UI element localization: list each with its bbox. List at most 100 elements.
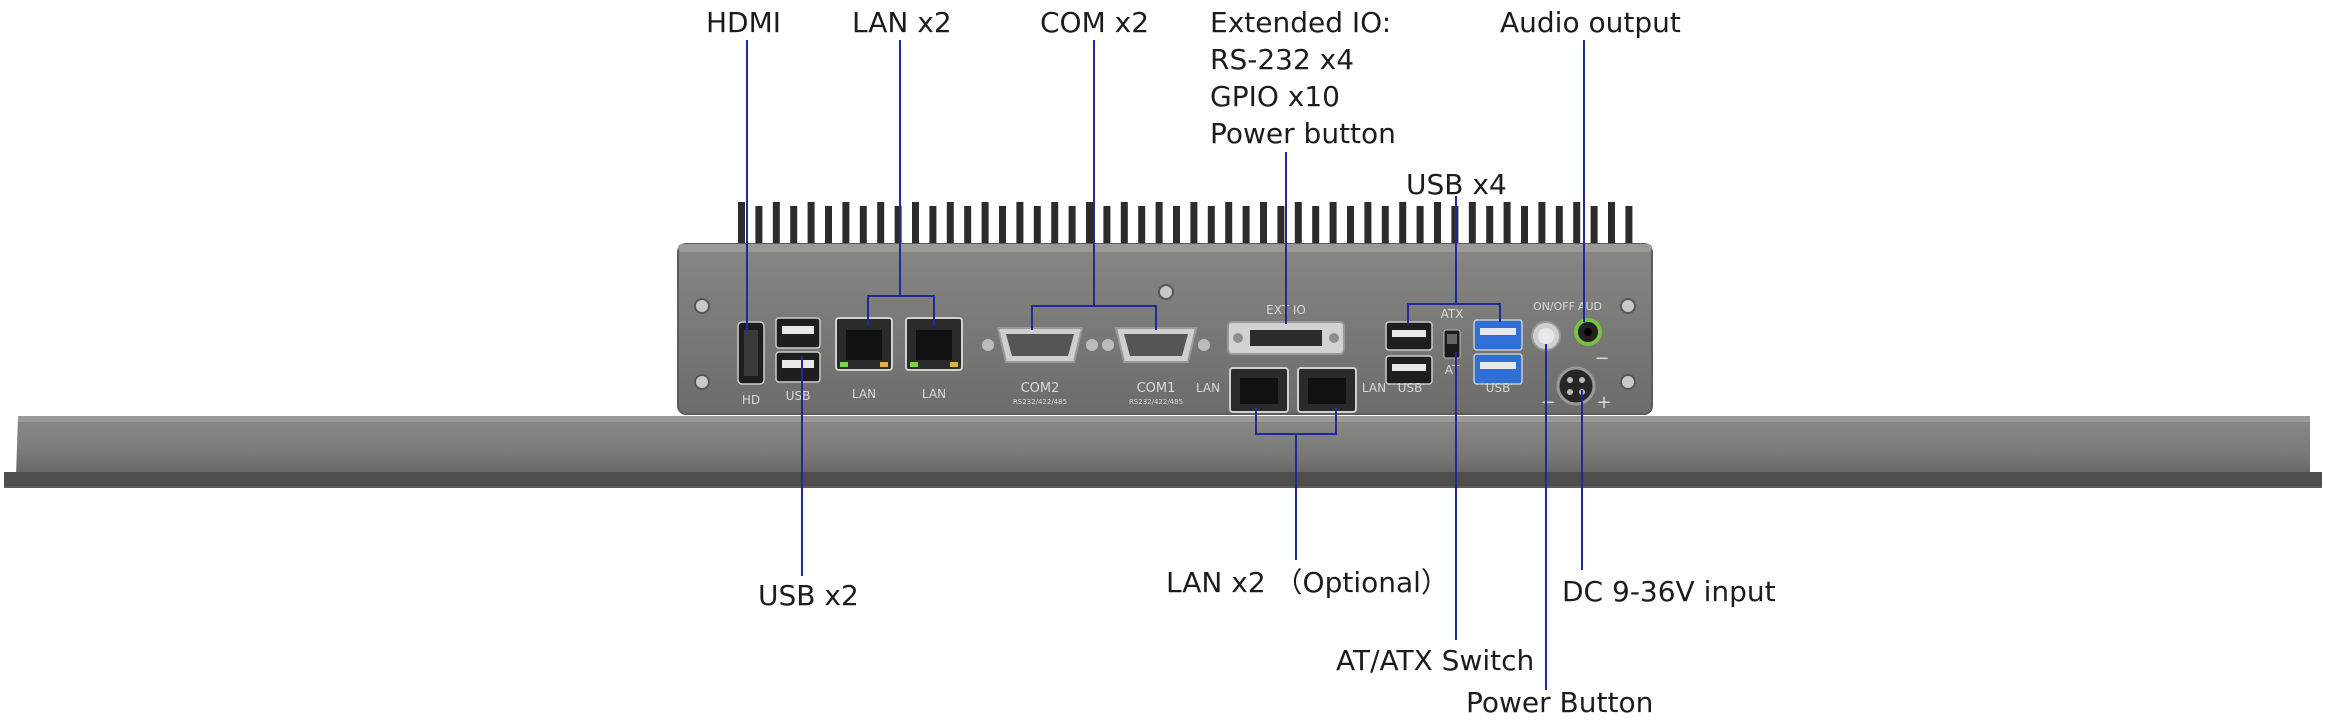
heatsink-fin (790, 206, 798, 246)
heatsink-fin (1138, 206, 1146, 246)
ext-io-connector (1227, 321, 1345, 355)
com1-sublabel: RS232/422/485 (1129, 398, 1183, 406)
screws (694, 284, 1636, 390)
heatsink-fin (1086, 202, 1093, 246)
callout-lan-top: LAN x2 (852, 6, 952, 39)
heatsink-fin (1451, 206, 1459, 246)
heatsink-fin (1503, 202, 1511, 246)
callout-extended-io: Extended IO: RS-232 x4 GPIO x10 Power bu… (1210, 4, 1396, 152)
heatsink-fin (1190, 202, 1198, 246)
lan-label-2: LAN (922, 387, 946, 401)
lan-label-1: LAN (852, 387, 876, 401)
heatsink-fin (1521, 206, 1528, 246)
at-label: AT (1445, 363, 1460, 377)
heatsink-fin (1364, 202, 1372, 246)
heatsink-fin (1294, 202, 1302, 246)
heatsink-fin (912, 202, 919, 246)
heatsink-fin (1573, 202, 1581, 246)
on-off-label: ON/OFF (1533, 300, 1575, 313)
lan-side-label-2: LAN (1362, 381, 1386, 395)
com2-label: COM2 (1021, 381, 1060, 396)
plus-sign: + (1596, 392, 1611, 413)
callout-at-atx-switch: AT/ATX Switch (1336, 644, 1535, 677)
heatsink-fin (1260, 202, 1267, 246)
usb-label-middle: USB (1398, 381, 1423, 395)
screw (694, 374, 710, 390)
hd-label: HD (742, 393, 760, 407)
screw (1620, 374, 1636, 390)
lan-port-1 (835, 317, 893, 371)
lan-side-label-1: LAN (1196, 381, 1220, 395)
heatsink-fin (1416, 206, 1424, 246)
display-frame (4, 416, 2322, 488)
heatsink-fin (1242, 206, 1250, 246)
lan-port-4 (1297, 367, 1357, 413)
aud-label: AUD (1578, 300, 1602, 313)
heatsink-fin (1312, 206, 1320, 246)
callout-audio-output: Audio output (1500, 6, 1681, 39)
heatsink-fin (1468, 202, 1476, 246)
heatsink-fin (842, 202, 850, 246)
callout-extended-io-line-2: RS-232 x4 (1210, 43, 1355, 76)
at-atx-switch (1443, 329, 1461, 359)
atx-label: ATX (1441, 307, 1464, 321)
screw (1620, 298, 1636, 314)
heatsink-fin (1207, 206, 1215, 246)
callout-hdmi: HDMI (706, 6, 782, 39)
heatsink-fin (964, 206, 972, 246)
audio-jack (1574, 318, 1602, 346)
minus-sign: − (1594, 348, 1609, 369)
heatsink-fin (755, 206, 763, 246)
com2-port (982, 327, 1098, 363)
heatsink-fin (1555, 206, 1563, 246)
heatsink-fin (981, 202, 989, 246)
heatsink-fin (1120, 202, 1128, 246)
com2-sublabel: RS232/422/485 (1013, 398, 1067, 406)
heatsink-fin (1033, 206, 1041, 246)
lan-port-3 (1229, 367, 1289, 413)
hdmi-port (737, 321, 765, 385)
heatsink-fin (1399, 202, 1407, 246)
callout-dc-input: DC 9-36V input (1562, 575, 1776, 608)
heatsink-fin (1538, 202, 1546, 246)
callout-extended-io-line-1: Extended IO: (1210, 6, 1392, 39)
com1-label: COM1 (1137, 381, 1176, 396)
heatsink-fin (1608, 202, 1615, 246)
usb-port-pair-right (1473, 319, 1523, 385)
heatsink-fin (1486, 206, 1494, 246)
callout-com: COM x2 (1040, 6, 1150, 39)
callout-usb-x4: USB x4 (1406, 168, 1507, 201)
heatsink-fin (738, 202, 745, 246)
heatsink-fin (929, 206, 937, 246)
heatsink-fin (999, 206, 1006, 246)
usb-label-left: USB (786, 389, 811, 403)
callout-lan-optional: LAN x2 （Optional） (1166, 566, 1449, 599)
callout-extended-io-line-4: Power button (1210, 117, 1396, 150)
heatsink-fin (894, 206, 902, 246)
heatsink-fin (807, 202, 815, 246)
heatsink-fin (1625, 206, 1633, 246)
screw (694, 298, 710, 314)
heatsink-fin (1068, 206, 1076, 246)
heatsink-fin (877, 202, 885, 246)
minus-sign-lower: − (1540, 392, 1555, 413)
callout-power-button: Power Button (1466, 686, 1654, 719)
dc-input-jack (1556, 366, 1596, 406)
heatsink-fin (1173, 206, 1180, 246)
heatsink-fin (1347, 206, 1354, 246)
heatsink-fin (946, 202, 954, 246)
heatsink-fin (1381, 206, 1389, 246)
heatsink-fin (1155, 202, 1163, 246)
power-button (1531, 321, 1561, 351)
heatsink-fin (772, 202, 780, 246)
heatsink-fin (1051, 202, 1059, 246)
usb-port-pair-left (775, 317, 821, 383)
heatsink-fin (1277, 206, 1285, 246)
screw (1158, 284, 1174, 300)
usb-label-right: USB (1486, 381, 1511, 395)
com1-port (1102, 327, 1210, 363)
heatsink-fin (1434, 202, 1441, 246)
heatsink-fin (1016, 202, 1024, 246)
heatsink-fins (738, 202, 1633, 246)
